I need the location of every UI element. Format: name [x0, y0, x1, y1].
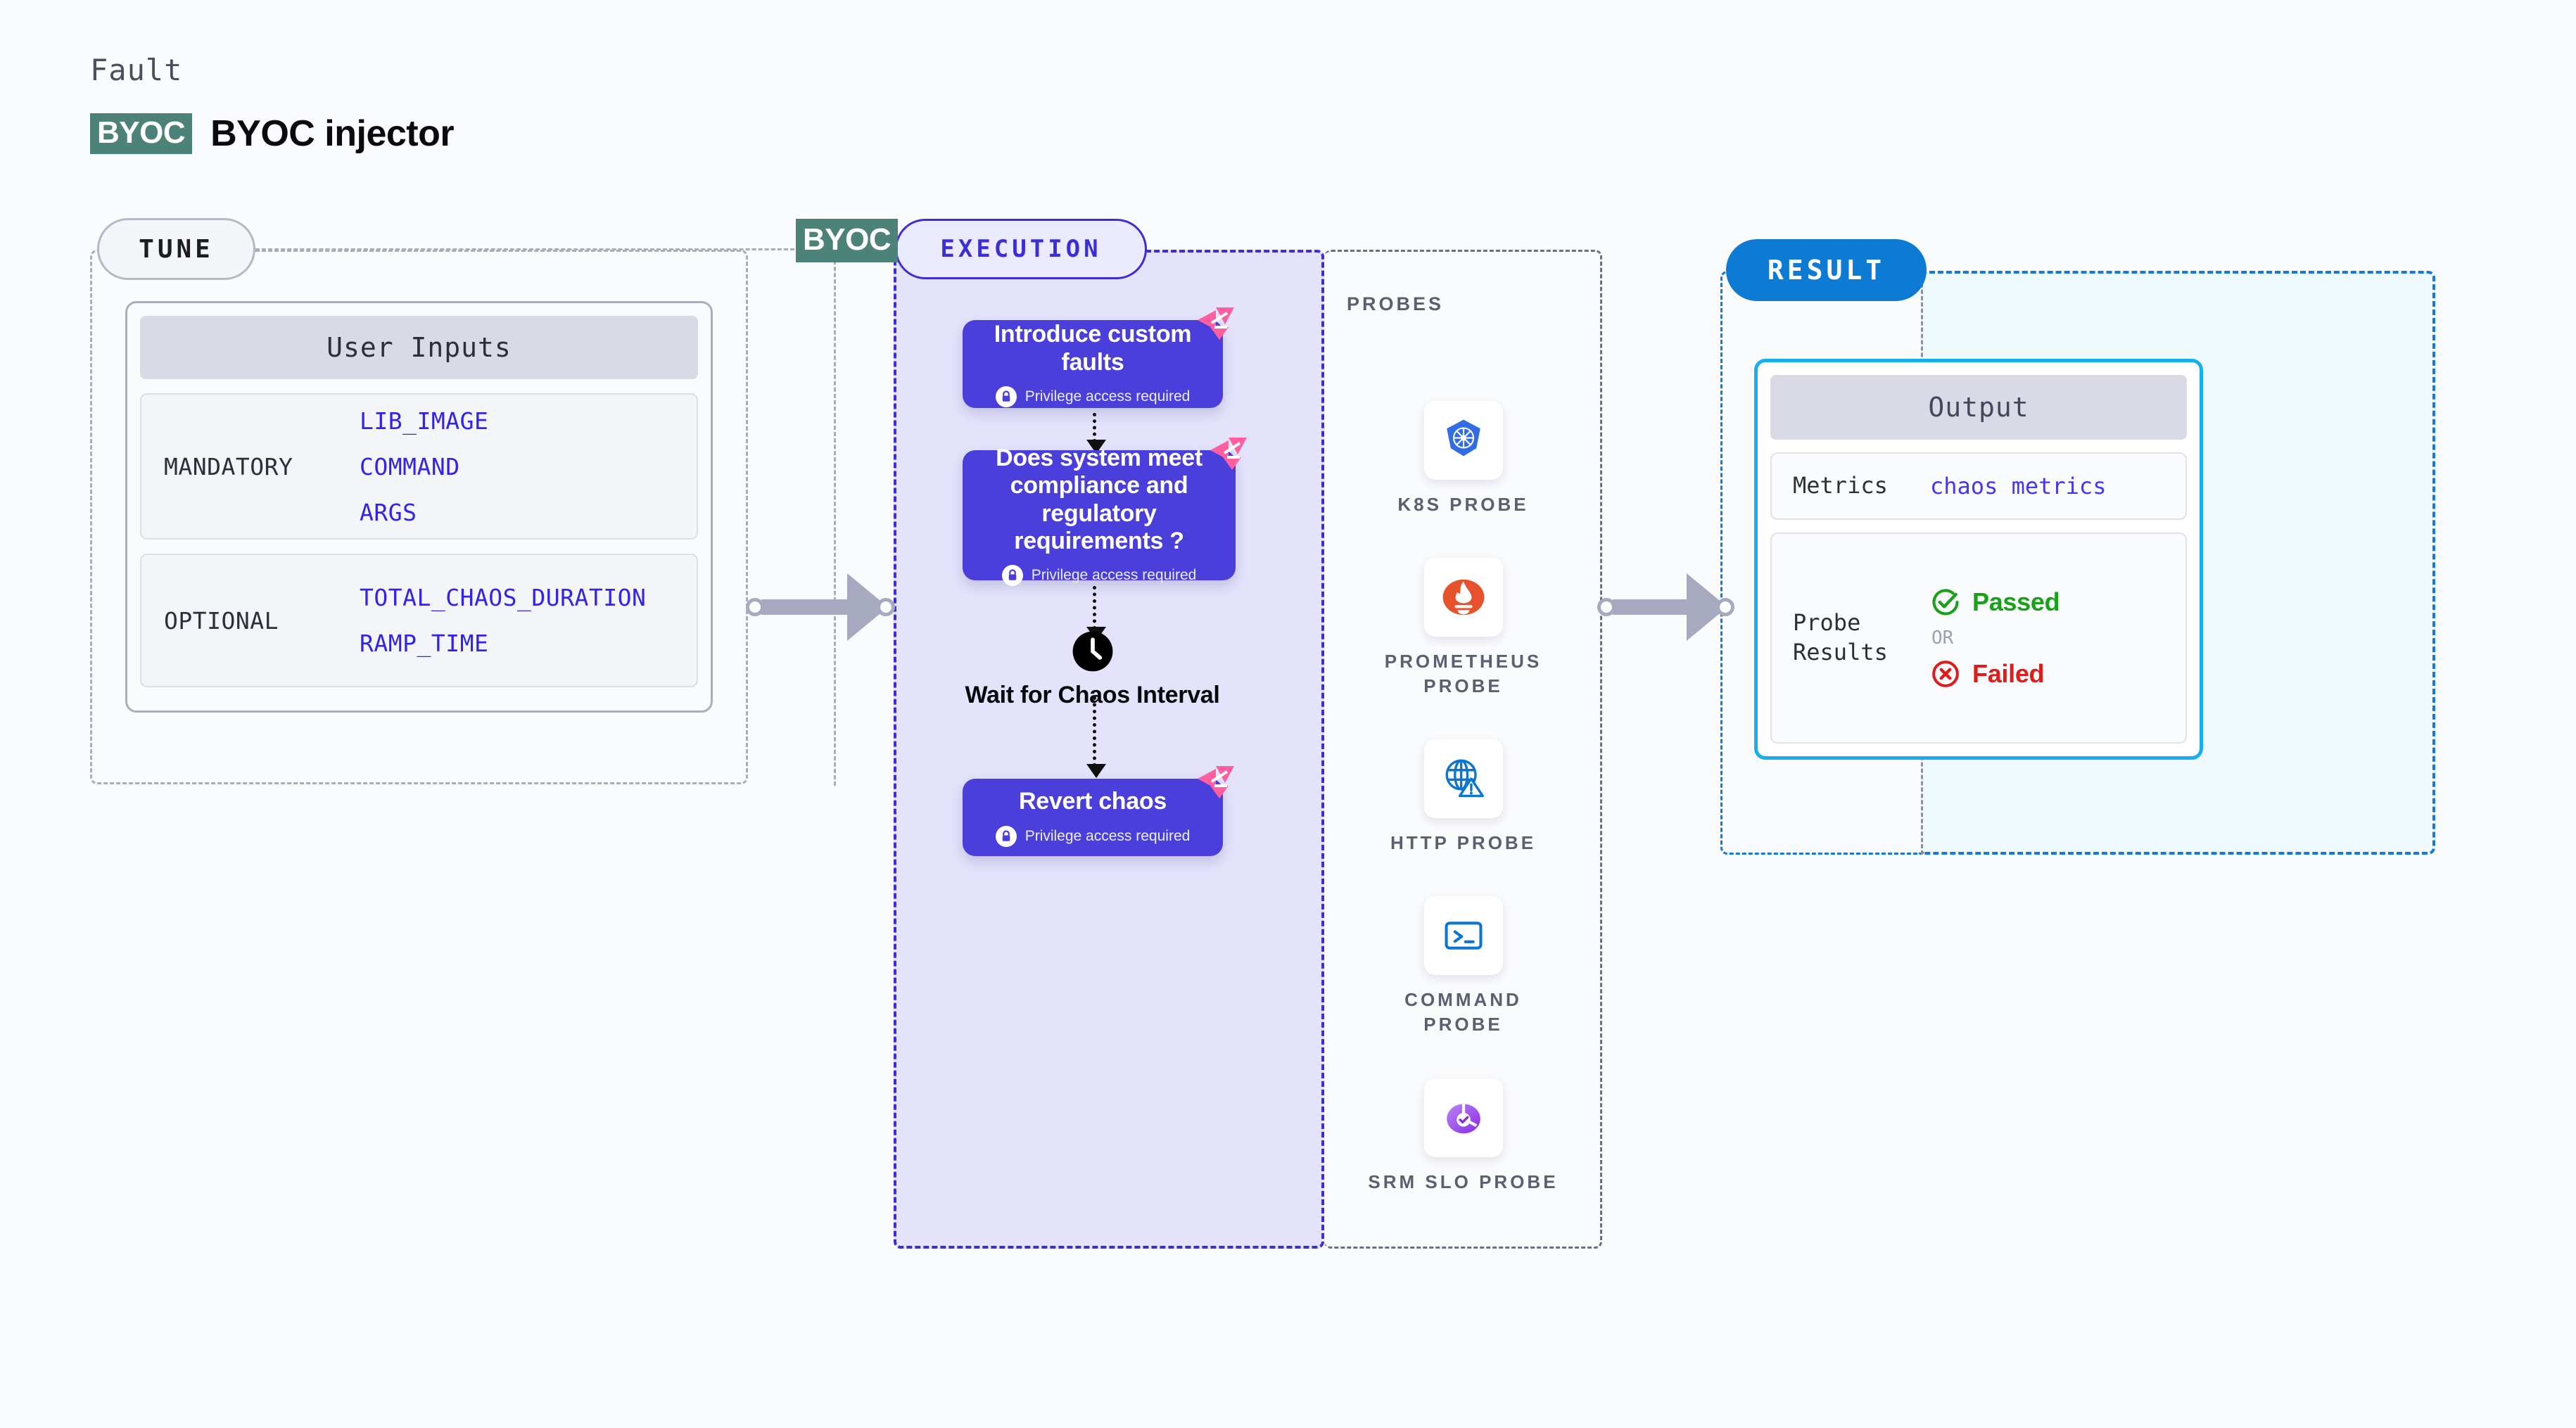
flow-node-note-text: Privilege access required — [1024, 388, 1191, 404]
optional-label: OPTIONAL — [164, 606, 279, 635]
connector-shaft — [761, 599, 850, 615]
lock-icon — [995, 385, 1017, 407]
page-title-row: BYOC BYOC injector — [90, 113, 455, 155]
kubernetes-icon — [1446, 419, 1480, 457]
byoc-badge: BYOC — [90, 113, 193, 154]
connector-end-dot — [1716, 598, 1734, 616]
clock-icon — [1072, 631, 1112, 672]
flow-node-title: Does system meet compliance and regulato… — [996, 445, 1203, 554]
mandatory-label: MANDATORY — [164, 452, 293, 480]
probes-stage-border — [1324, 250, 1602, 1249]
probe-results-key: Probe Results — [1793, 609, 1888, 665]
passed-label: Passed — [1972, 587, 2060, 616]
page-eyebrow: Fault — [90, 53, 183, 87]
http-globe-warning-icon — [1445, 759, 1484, 798]
probe-result-passed: Passed — [1930, 587, 2060, 618]
output-metrics-row: Metrics chaos metrics — [1770, 452, 2187, 520]
flow-node-privilege-note: Privilege access required — [995, 825, 1191, 847]
flow-arrow-3 — [1086, 696, 1106, 778]
page-title: BYOC injector — [210, 113, 455, 154]
probe-item-command[interactable]: COMMAND PROBE — [1365, 896, 1562, 1037]
srm-slo-icon — [1446, 1103, 1480, 1133]
input-var[interactable]: LIB_IMAGE — [360, 407, 489, 435]
tune-connector-line — [255, 248, 801, 250]
probe-label: K8S PROBE — [1397, 494, 1529, 515]
user-inputs-card: User Inputs MANDATORY LIB_IMAGE COMMAND … — [125, 301, 713, 713]
flow-node-wait-interval: Wait for Chaos Interval — [936, 630, 1249, 709]
input-var[interactable]: ARGS — [360, 498, 417, 526]
metrics-value[interactable]: chaos metrics — [1930, 473, 2107, 499]
lock-icon — [1001, 564, 1023, 586]
flow-node-compliance-check[interactable]: Does system meet compliance and regulato… — [963, 438, 1247, 586]
probe-tile — [1423, 739, 1503, 819]
byoc-tag: BYOC — [796, 219, 899, 262]
connector-execution-to-result — [1597, 573, 1734, 641]
litmus-logo-icon — [1210, 438, 1247, 470]
probe-result-or: OR — [1931, 627, 1954, 649]
terminal-icon — [1444, 922, 1483, 950]
litmus-logo-icon — [1198, 307, 1234, 340]
result-pill-label: RESULT — [1726, 239, 1927, 301]
tune-stage-border — [90, 250, 748, 784]
flow-arrow-2 — [1086, 586, 1106, 641]
probe-label: HTTP PROBE — [1390, 832, 1537, 854]
x-circle-icon — [1932, 661, 1959, 687]
probe-result-failed: Failed — [1930, 658, 2060, 689]
execution-stage-border — [894, 250, 1324, 1249]
flow-node-note-text: Privilege access required — [1024, 827, 1191, 844]
prometheus-icon — [1442, 579, 1484, 616]
input-var[interactable]: TOTAL_CHAOS_DURATION — [360, 584, 647, 611]
connector-tune-to-execution — [746, 573, 895, 641]
probe-label: COMMAND PROBE — [1404, 989, 1522, 1035]
connector-start-dot — [746, 598, 764, 616]
flow-node-note-text: Privilege access required — [1031, 566, 1197, 583]
execution-stage: EXECUTION Introduce custom faults — [894, 219, 1324, 1249]
output-title: Output — [1770, 375, 2187, 440]
wait-interval-label: Wait for Chaos Interval — [965, 682, 1220, 708]
lock-icon — [995, 825, 1017, 847]
flow-node-introduce-faults[interactable]: Introduce custom faults Privilege access… — [963, 307, 1234, 408]
probe-tile — [1423, 1078, 1503, 1157]
probe-tile — [1423, 558, 1503, 637]
tune-pill-label: TUNE — [97, 218, 255, 280]
optional-var-list: TOTAL_CHAOS_DURATION RAMP_TIME — [360, 584, 646, 657]
probe-label: SRM SLO PROBE — [1368, 1171, 1559, 1192]
mandatory-inputs-group: MANDATORY LIB_IMAGE COMMAND ARGS — [140, 393, 698, 540]
probe-item-http[interactable]: HTTP PROBE — [1365, 739, 1562, 855]
optional-inputs-group: OPTIONAL TOTAL_CHAOS_DURATION RAMP_TIME — [140, 554, 698, 687]
flow-node-title: Introduce custom faults — [994, 321, 1192, 376]
mandatory-var-list: LIB_IMAGE COMMAND ARGS — [360, 407, 488, 526]
probe-item-k8s[interactable]: K8S PROBE — [1365, 401, 1562, 517]
litmus-logo-icon — [1198, 766, 1234, 798]
probes-section-label: PROBES — [1347, 293, 1445, 314]
probes-stage: PROBES K8S PR — [1324, 250, 1602, 1249]
flow-arrow-1 — [1086, 413, 1106, 454]
probe-item-srm-slo[interactable]: SRM SLO PROBE — [1365, 1078, 1562, 1194]
flow-node-privilege-note: Privilege access required — [995, 385, 1191, 407]
probe-results-values: Passed OR Failed — [1930, 587, 2060, 689]
connector-start-dot — [1597, 598, 1616, 616]
output-probe-results-row: Probe Results Passed OR — [1770, 533, 2187, 744]
connector-shaft — [1613, 599, 1689, 615]
flow-node-title: Revert chaos — [1019, 788, 1167, 815]
check-circle-icon — [1932, 589, 1959, 616]
probe-label: PROMETHEUS PROBE — [1384, 651, 1542, 697]
probe-item-prometheus[interactable]: PROMETHEUS PROBE — [1365, 558, 1562, 699]
execution-pill-label: EXECUTION — [895, 219, 1147, 279]
input-var[interactable]: COMMAND — [360, 452, 460, 480]
output-card: Output Metrics chaos metrics Probe Resul… — [1754, 359, 2203, 760]
tune-stage: TUNE BYOC User Inputs MANDATORY LIB_IMAG… — [90, 218, 899, 786]
failed-label: Failed — [1972, 659, 2045, 688]
flow-node-revert-chaos[interactable]: Revert chaos Privilege access required — [963, 766, 1234, 856]
tune-right-divider — [834, 248, 836, 786]
probes-list: K8S PROBE PROMETHEUS PROBE — [1324, 401, 1602, 1194]
metrics-key: Metrics — [1793, 472, 1888, 499]
connector-end-dot — [877, 598, 895, 616]
probe-tile — [1423, 401, 1503, 480]
flow-node-privilege-note: Privilege access required — [1001, 564, 1197, 586]
user-inputs-title: User Inputs — [140, 316, 698, 379]
input-var[interactable]: RAMP_TIME — [360, 630, 489, 657]
result-stage: RESULT STATUS COMPLETED OR ERRORED OR QU… — [1720, 239, 2435, 855]
probe-tile — [1423, 896, 1503, 976]
